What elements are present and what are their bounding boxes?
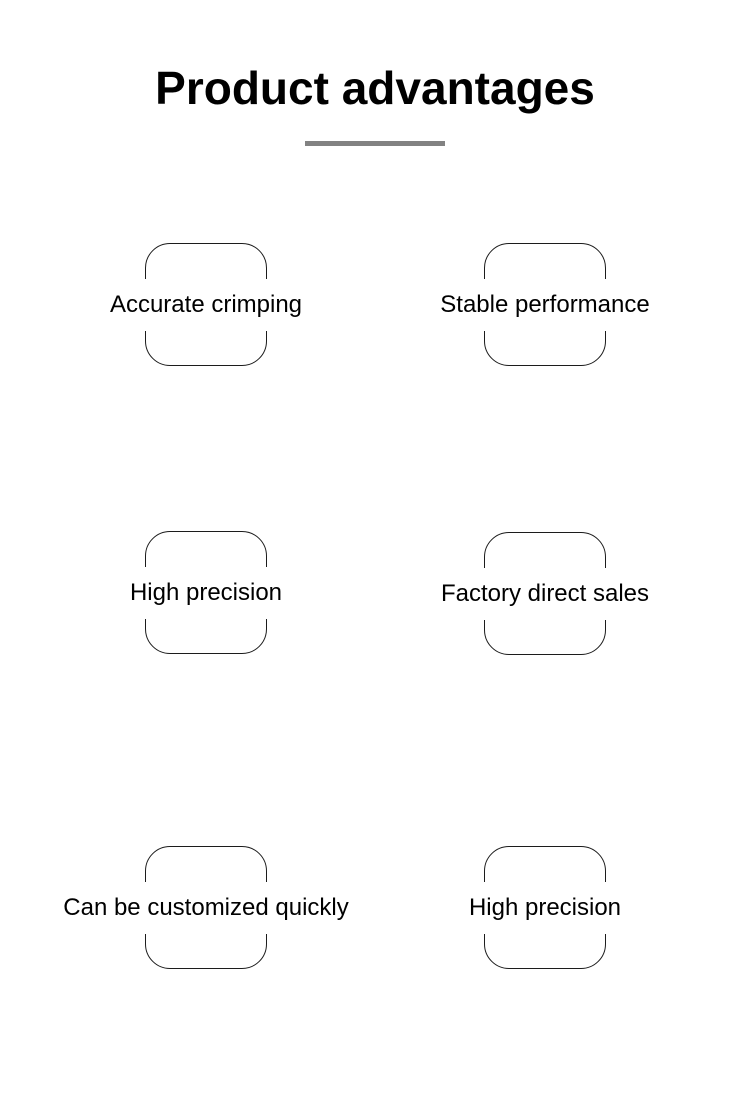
advantage-item: Factory direct sales xyxy=(365,532,725,655)
title-divider xyxy=(305,141,445,146)
advantage-label: Accurate crimping xyxy=(26,278,386,331)
page-title: Product advantages xyxy=(155,62,595,114)
advantage-label: Factory direct sales xyxy=(365,567,725,620)
advantage-label: Stable performance xyxy=(365,278,725,331)
advantage-label: Can be customized quickly xyxy=(26,881,386,934)
advantage-label: High precision xyxy=(26,566,386,619)
advantage-item: High precision xyxy=(365,846,725,969)
advantage-item: Stable performance xyxy=(365,243,725,366)
advantage-item: Can be customized quickly xyxy=(26,846,386,969)
advantage-label: High precision xyxy=(365,881,725,934)
advantage-item: Accurate crimping xyxy=(26,243,386,366)
advantage-item: High precision xyxy=(26,531,386,654)
